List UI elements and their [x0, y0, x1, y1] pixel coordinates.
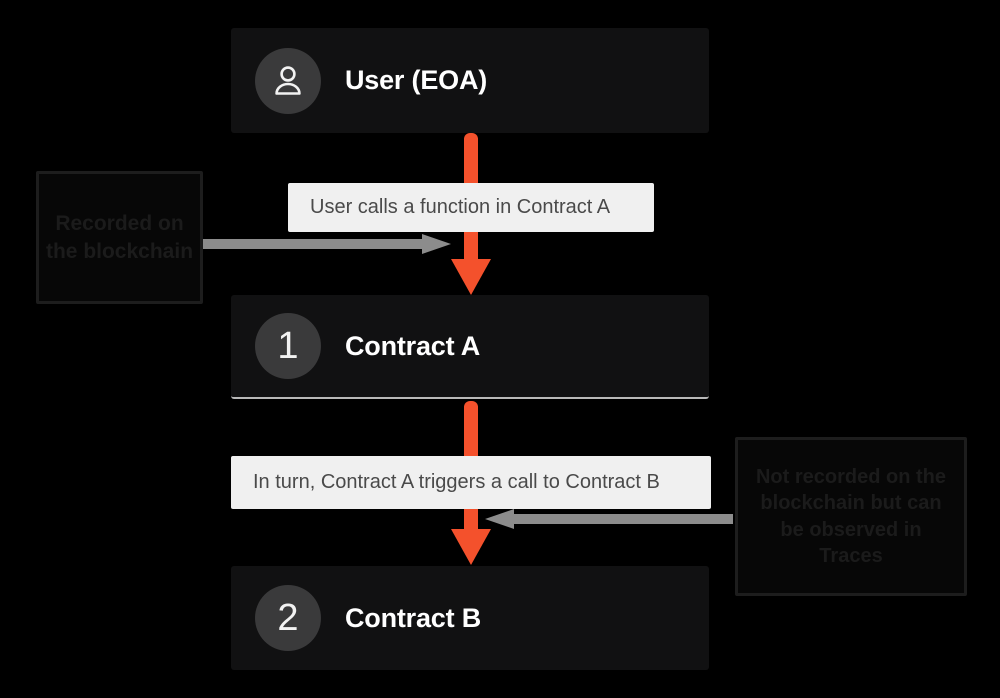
person-icon-badge [255, 47, 321, 114]
node-user[interactable]: User (EOA) [231, 28, 709, 133]
arrow-right-icon [203, 234, 451, 254]
note-recorded-on-blockchain: Recorded on the blockchain [36, 171, 203, 304]
caption-user-calls-contract-a: User calls a function in Contract A [288, 183, 654, 232]
step-number-badge-2: 2 [255, 585, 321, 651]
caption-contract-a-triggers-contract-b: In turn, Contract A triggers a call to C… [231, 456, 711, 509]
arrow-left-icon [485, 509, 733, 529]
node-contract-b-label: Contract B [345, 602, 482, 633]
connector-arrow-right-note [483, 507, 733, 531]
node-contract-b[interactable]: 2 Contract B [231, 566, 709, 670]
connector-arrow-left-note [203, 232, 453, 256]
person-icon [275, 65, 301, 95]
note-not-recorded-traces: Not recorded on the blockchain but can b… [735, 437, 967, 596]
node-contract-a[interactable]: 1 Contract A [231, 295, 709, 399]
step-number-badge-1: 1 [255, 313, 321, 379]
node-user-label: User (EOA) [345, 65, 488, 95]
node-contract-a-label: Contract A [345, 330, 481, 361]
